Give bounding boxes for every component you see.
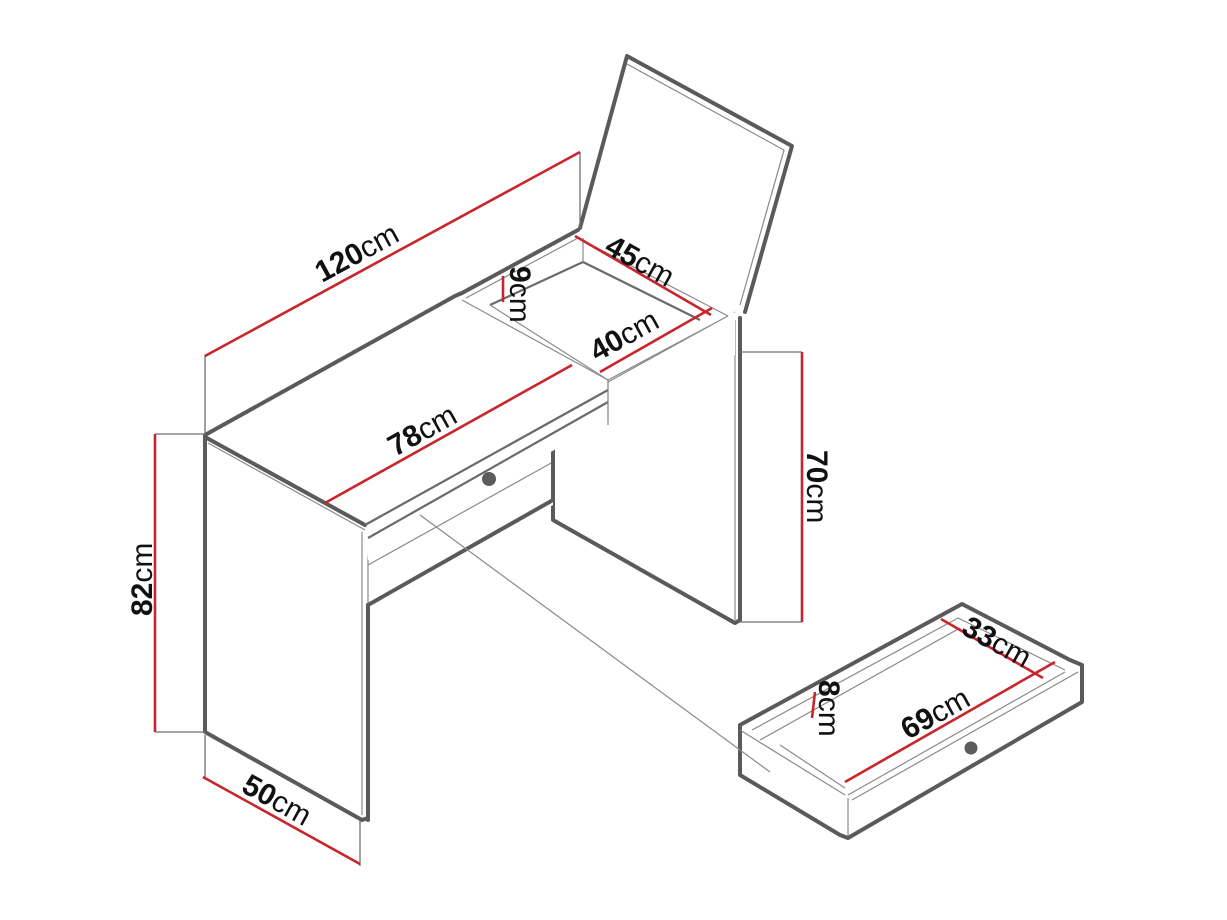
dim-line-8 [810, 691, 817, 719]
left-side-panel [205, 437, 365, 820]
dimension-labels: 120cm 78cm 40cm 45cm 9cm 82cm 70cm 50cm … [126, 217, 1037, 833]
label-total-width: 120cm [310, 217, 405, 289]
drawer-leader-line [419, 514, 771, 773]
hidden-compartment [462, 231, 735, 380]
dim-line-40 [599, 306, 713, 374]
dim-line-69 [844, 660, 1056, 784]
extension-lines [155, 152, 802, 866]
label-leg-clearance: 70cm [800, 450, 833, 523]
mirror-lid [580, 56, 792, 312]
dimension-lines [153, 150, 1056, 866]
dim-line-120 [204, 150, 581, 358]
desk [203, 54, 794, 822]
label-compartment-height: 9cm [503, 266, 536, 323]
dim-line-50 [202, 775, 361, 866]
desk-top [205, 295, 608, 520]
pulled-drawer-handle [964, 741, 978, 755]
dim-line-33 [940, 617, 1044, 680]
drawer-handle [482, 472, 496, 486]
label-total-height: 82cm [126, 543, 159, 616]
label-drawer-height: 8cm [812, 680, 845, 737]
dim-line-78 [324, 363, 573, 505]
dim-line-45 [574, 234, 712, 317]
